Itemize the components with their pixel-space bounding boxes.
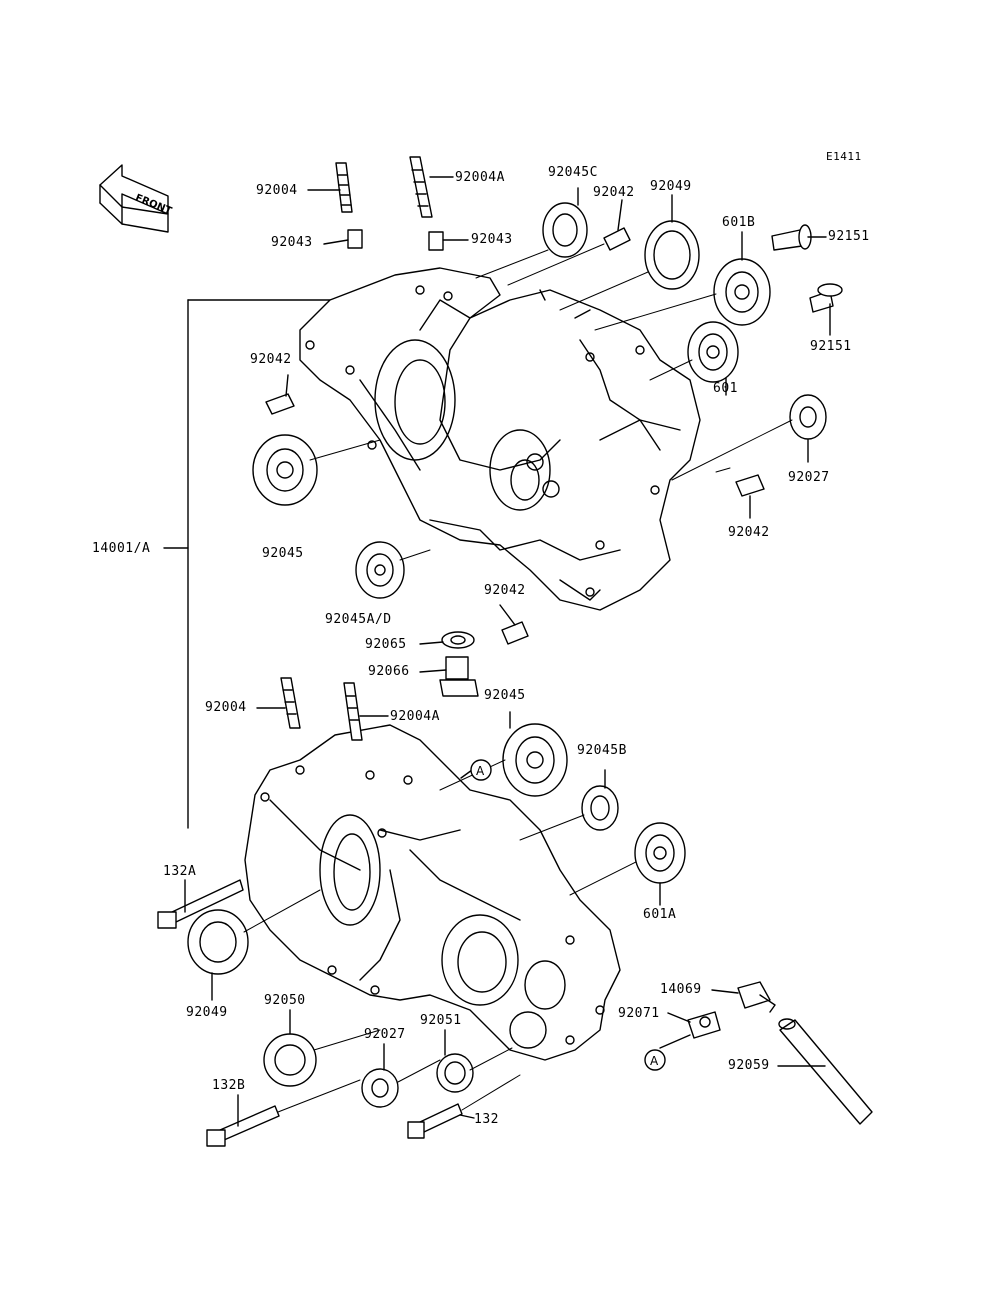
seal-92049-lower <box>187 909 249 975</box>
label-92027-lower: 92027 <box>364 1027 406 1042</box>
label-92071: 92071 <box>618 1006 660 1021</box>
label-92045-lower: 92045 <box>484 688 526 703</box>
stud-92004A-upper <box>409 156 433 218</box>
stud-92004A-lower <box>343 682 363 741</box>
bearing-601 <box>687 321 739 383</box>
label-14069: 14069 <box>660 982 702 997</box>
label-92042-top: 92042 <box>593 185 635 200</box>
bolt-132B <box>206 1105 280 1147</box>
dowel-92042-right <box>735 474 765 497</box>
diagram-code: E1411 <box>826 150 862 163</box>
bearing-601A <box>634 822 686 884</box>
label-601B: 601B <box>722 215 756 230</box>
seal-92051 <box>436 1053 474 1093</box>
label-92004A-lower: 92004A <box>390 709 440 724</box>
leader-lines <box>184 176 831 1127</box>
hose-92059 <box>778 1018 873 1125</box>
label-92045-left: 92045 <box>262 546 304 561</box>
bearing-601B <box>713 258 771 326</box>
label-92045C: 92045C <box>548 165 598 180</box>
label-92043-left: 92043 <box>271 235 313 250</box>
clamp-92071 <box>687 1011 721 1039</box>
label-601: 601 <box>713 381 738 396</box>
label-92027-right: 92027 <box>788 470 830 485</box>
label-92004-upper: 92004 <box>256 183 298 198</box>
bearing-92045-left <box>252 434 318 506</box>
bolt-132A <box>157 879 244 929</box>
front-arrow-icon <box>99 164 169 233</box>
washer-92027-right <box>789 394 827 440</box>
callout-a-upper-letter: A <box>476 764 485 778</box>
label-132: 132 <box>474 1112 499 1127</box>
bearing-92045C <box>542 202 588 258</box>
stud-92004-upper <box>335 162 353 213</box>
label-601A: 601A <box>643 907 677 922</box>
callout-a-upper <box>470 759 492 781</box>
seal-92050 <box>263 1033 317 1087</box>
stud-92004-lower <box>280 677 301 729</box>
fitting-14069 <box>737 981 776 1013</box>
lower-crankcase <box>244 724 621 1061</box>
label-14001A: 14001/A <box>92 541 151 556</box>
washer-92027-lower <box>361 1068 399 1108</box>
label-92004A-upper: 92004A <box>455 170 505 185</box>
label-92059: 92059 <box>728 1058 770 1073</box>
washer-92065 <box>441 631 475 649</box>
plug-92066 <box>439 656 479 697</box>
label-92045AD: 92045A/D <box>325 612 392 627</box>
label-92045B: 92045B <box>577 743 627 758</box>
collar-92043-left <box>347 229 363 249</box>
seal-92049-top <box>644 220 700 290</box>
crankcase-bracket-line <box>163 299 331 829</box>
bolt-92151-b <box>809 283 843 313</box>
bearing-92045AD <box>355 541 405 599</box>
bolt-132 <box>407 1103 463 1139</box>
label-92004-lower: 92004 <box>205 700 247 715</box>
label-92042-right: 92042 <box>728 525 770 540</box>
collar-92043-right <box>428 231 444 251</box>
bearing-92045-lower <box>502 723 568 797</box>
label-92066: 92066 <box>368 664 410 679</box>
label-92065: 92065 <box>365 637 407 652</box>
label-92151-b: 92151 <box>810 339 852 354</box>
label-92151-a: 92151 <box>828 229 870 244</box>
label-92043-right: 92043 <box>471 232 513 247</box>
bearing-92045B <box>581 785 619 831</box>
label-92042-mid: 92042 <box>484 583 526 598</box>
callout-a-lower <box>644 1049 666 1071</box>
label-92049-top: 92049 <box>650 179 692 194</box>
label-92042-left: 92042 <box>250 352 292 367</box>
bolt-92151-a <box>771 224 812 251</box>
callout-a-lower-letter: A <box>650 1054 659 1068</box>
label-92051: 92051 <box>420 1013 462 1028</box>
dowel-92042-left <box>265 393 295 415</box>
label-92049-lower: 92049 <box>186 1005 228 1020</box>
alignment-lines <box>243 243 793 1113</box>
upper-crankcase <box>299 267 701 611</box>
label-132B: 132B <box>212 1078 246 1093</box>
dowel-92042-top <box>603 227 631 251</box>
label-92050: 92050 <box>264 993 306 1008</box>
label-132A: 132A <box>163 864 197 879</box>
